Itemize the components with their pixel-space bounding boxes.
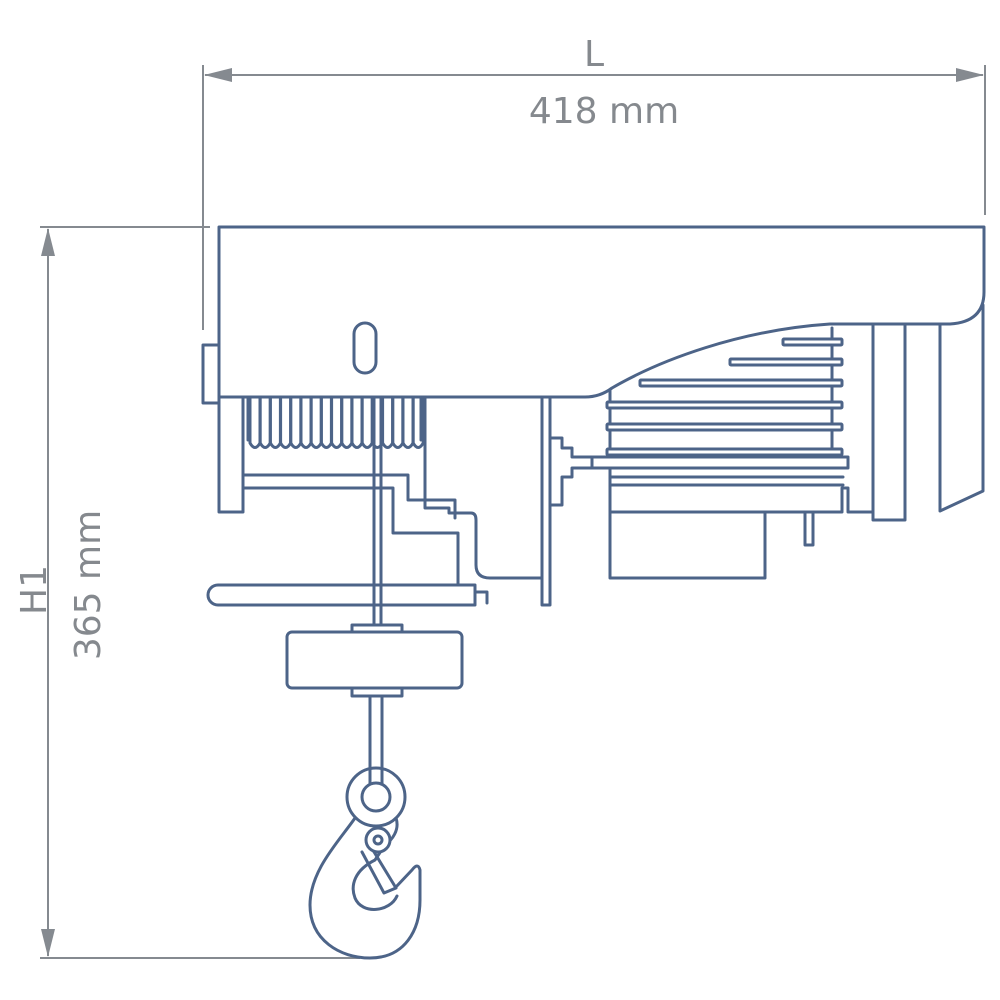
rope-coil — [279, 395, 293, 449]
length-symbol: L — [584, 34, 604, 75]
cooling-fin — [605, 422, 844, 432]
rope-coil — [340, 395, 354, 449]
hoist-housing — [201, 225, 986, 405]
cooling-fin — [728, 357, 844, 367]
height-symbol: H1 — [14, 565, 55, 615]
rope-coil — [289, 395, 303, 449]
rope-coil — [268, 395, 282, 449]
slot-icon — [352, 321, 378, 375]
cooling-fin — [605, 447, 844, 457]
arrow-right-icon — [956, 68, 984, 82]
rope-coil — [258, 395, 272, 449]
rope-coil — [350, 395, 364, 449]
cooling-fin — [781, 337, 844, 347]
length-value: 418 mm — [529, 91, 679, 132]
arrow-down-icon — [41, 929, 55, 957]
rope-coil — [391, 395, 405, 449]
rope-coil — [299, 395, 313, 449]
arrow-up-icon — [41, 228, 55, 256]
motor — [590, 303, 985, 580]
height-value: 365 mm — [68, 510, 109, 660]
rope-coil — [381, 395, 395, 449]
hook-icon — [308, 766, 422, 960]
rope-coil — [411, 395, 425, 449]
length-dimension: L 418 mm — [202, 34, 986, 330]
arrow-left-icon — [204, 68, 232, 82]
rope-coil — [401, 395, 415, 449]
cooling-fin — [638, 378, 844, 388]
rope-drum — [217, 395, 594, 607]
pulley-block — [285, 623, 464, 790]
rope-coil — [319, 395, 333, 449]
height-dimension: H1 365 mm — [14, 226, 360, 959]
rope-coil — [309, 395, 323, 449]
rope-coil — [360, 395, 374, 449]
rope-coil — [248, 395, 262, 449]
cooling-fin — [605, 400, 844, 410]
rope-coil — [330, 395, 344, 449]
